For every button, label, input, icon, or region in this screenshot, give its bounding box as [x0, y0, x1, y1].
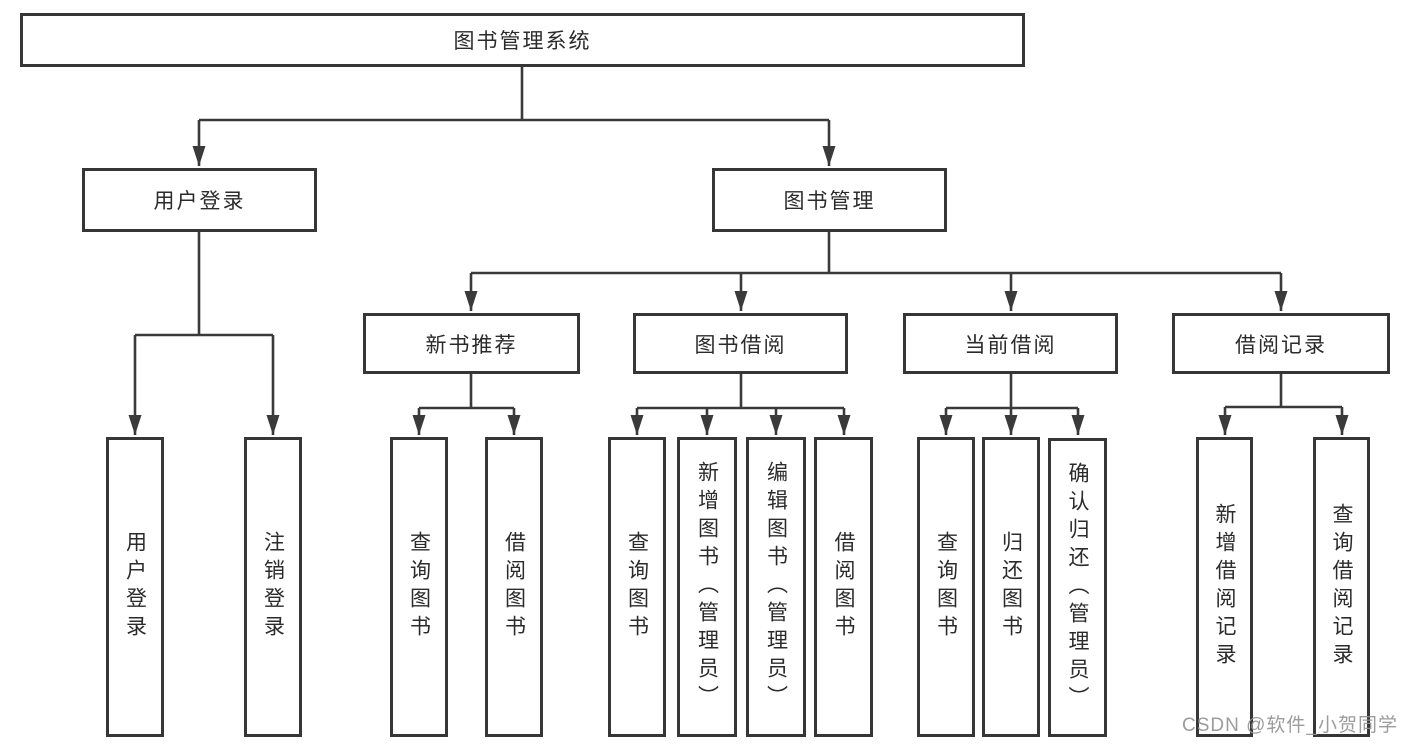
leaf-borrow-books-borrowing: 借阅图书 — [814, 437, 873, 737]
leaf-return-books: 归还图书 — [982, 437, 1040, 737]
csdn-watermark: CSDN @软件_小贺同学 — [1182, 715, 1398, 736]
node-current-borrowing: 当前借阅 — [903, 313, 1118, 374]
node-root-library-management-system: 图书管理系统 — [20, 13, 1025, 67]
leaf-user-login: 用户登录 — [106, 437, 164, 737]
leaf-confirm-return-admin: 确认归还（管理员） — [1048, 438, 1107, 737]
leaf-add-books-admin: 新增图书（管理员） — [677, 437, 737, 737]
leaf-query-books-current: 查询图书 — [917, 437, 975, 737]
leaf-query-books-newbook: 查询图书 — [390, 437, 448, 737]
node-book-management-branch: 图书管理 — [712, 168, 947, 232]
node-borrowing-records: 借阅记录 — [1172, 313, 1390, 374]
node-book-borrowing: 图书借阅 — [633, 313, 848, 374]
leaf-edit-books-admin: 编辑图书（管理员） — [746, 437, 806, 737]
node-user-login-branch: 用户登录 — [82, 168, 317, 232]
leaf-logout: 注销登录 — [244, 437, 302, 737]
leaf-add-borrow-record: 新增借阅记录 — [1196, 437, 1253, 737]
node-new-book-recommendation: 新书推荐 — [363, 313, 580, 374]
leaf-query-books-borrowing: 查询图书 — [608, 437, 666, 737]
leaf-query-borrow-record: 查询借阅记录 — [1313, 437, 1370, 737]
leaf-borrow-books-newbook: 借阅图书 — [485, 437, 543, 737]
